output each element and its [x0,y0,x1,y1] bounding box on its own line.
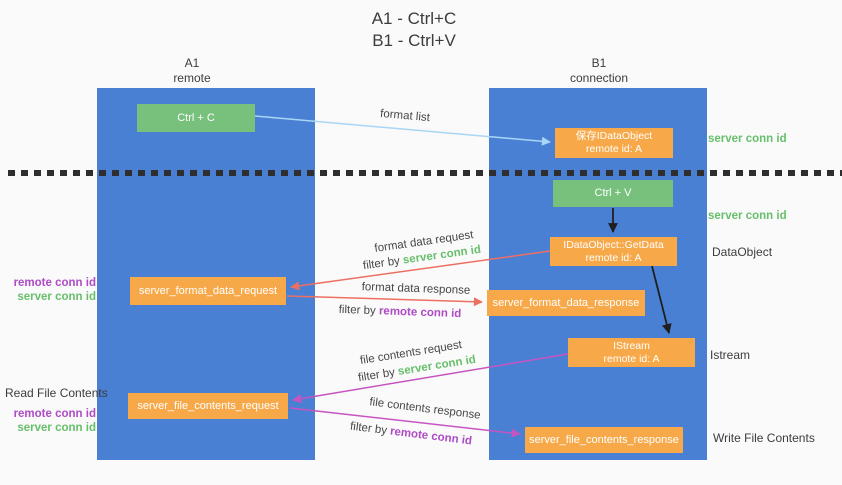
node-istream: IStream remote id: A [568,338,695,367]
conn-id-pair-format: remote conn id server conn id [8,276,96,304]
lane-a1-title: A1 [184,56,200,70]
node-server-format-data-response: server_format_data_response [487,290,645,316]
save-dataobject-line2: remote id: A [585,143,643,155]
istream-line1: IStream [613,339,650,352]
arrow-format-list [254,115,551,146]
arrow-format-data-request [290,250,551,291]
label-read-file-contents: Read File Contents [5,386,108,400]
ctrl-v-label: Ctrl + V [594,187,632,199]
lane-a1-subtitle: remote [173,71,211,85]
arrow-getdata-to-istream [651,265,672,334]
label-write-file-contents: Write File Contents [713,431,815,445]
node-ctrl-c: Ctrl + C [137,104,255,132]
server-conn-id-label: server conn id [17,422,96,434]
label-istream: Istream [710,348,751,362]
node-server-format-data-request: server_format_data_request [130,277,286,305]
lane-header-b1: B1 connection [524,56,674,86]
session-divider-dotted-line [8,170,842,176]
server-format-data-response-label: server_format_data_response [492,296,640,309]
node-ctrl-v: Ctrl + V [553,180,673,207]
server-file-contents-response-label: server_file_contents_response [529,433,679,446]
lane-b1-subtitle: connection [569,71,629,85]
label-server-conn-id-top: server conn id [708,133,787,145]
node-save-dataobject: 保存IDataObject remote id: A [555,128,673,158]
filter-by-text: filter by [338,303,376,318]
node-server-file-contents-request: server_file_contents_request [128,393,288,419]
page-title: A1 - Ctrl+C B1 - Ctrl+V [304,8,524,52]
label-dataobject: DataObject [712,245,773,259]
istream-line2: remote id: A [603,352,660,365]
lane-header-a1: A1 remote [117,56,267,86]
remote-conn-id-label: remote conn id [13,277,96,289]
node-server-file-contents-response: server_file_contents_response [525,427,683,453]
conn-id-pair-file: remote conn id server conn id [8,407,96,435]
getdata-line1: IDataObject::GetData [563,238,664,251]
server-conn-id-label: server conn id [17,291,96,303]
node-idataobject-getdata: IDataObject::GetData remote id: A [550,237,677,266]
title-line-b1: B1 - Ctrl+V [372,31,456,50]
arrow-format-data-response [286,295,483,307]
ctrl-c-label: Ctrl + C [177,111,215,124]
label-server-conn-id-mid: server conn id [708,210,787,222]
arrow-file-contents-response [289,407,521,438]
remote-conn-id-label: remote conn id [13,408,96,420]
server-format-data-request-label: server_format_data_request [138,284,278,297]
lane-b1-title: B1 [591,56,607,70]
save-dataobject-line1: 保存IDataObject [575,130,653,142]
server-file-contents-request-label: server_file_contents_request [137,399,279,412]
getdata-line2: remote id: A [585,251,642,264]
arrow-file-contents-request [292,353,569,404]
title-line-a1: A1 - Ctrl+C [371,9,457,28]
